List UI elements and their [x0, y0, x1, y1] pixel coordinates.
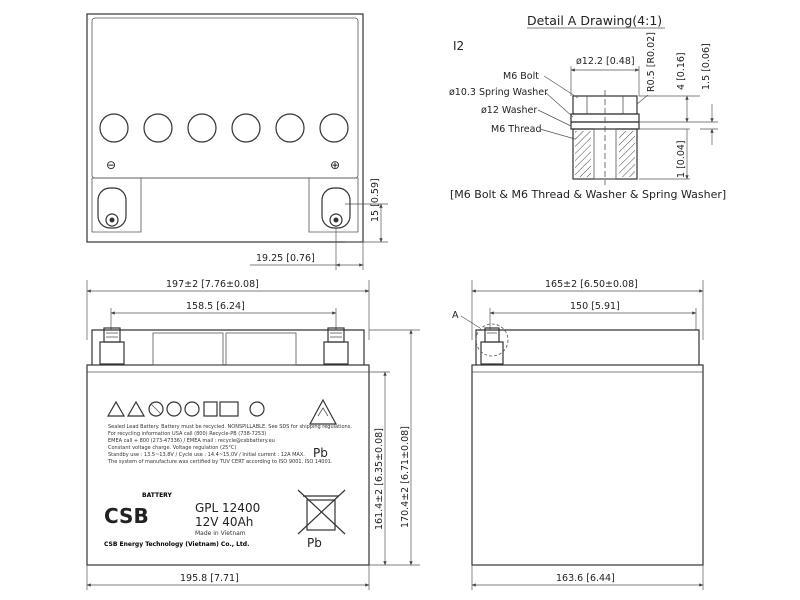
warning-line-3: EMEA call + 800 (273-47336) / EMEA mail … [108, 438, 275, 444]
acid-warning-icon [126, 400, 146, 417]
warning-text-block: Sealed Lead Battery. Battery must be rec… [107, 424, 352, 465]
detail-a: Detail A Drawing(4:1) I2 M6 Bolt ø10.3 S… [449, 13, 726, 201]
negative-bolt-icon [105, 213, 119, 227]
crossed-bin-icon [306, 499, 336, 531]
detail-title: Detail A Drawing(4:1) [527, 13, 662, 28]
terminal-code: I2 [453, 39, 464, 53]
side-view: 165±2 [6.50±0.08] 150 [5.91] A 163.6 [6.… [452, 279, 704, 590]
front-positive-terminal [323, 327, 349, 365]
negative-symbol: ⊖ [106, 158, 116, 172]
recycle-symbol: Pb [308, 398, 338, 460]
vent-cap-3 [187, 113, 217, 143]
dim-dia-label: ø12.2 [0.48] [576, 56, 635, 67]
eye-protection-icon [166, 401, 182, 417]
front-lid [91, 329, 365, 365]
front-body-height-label: 161.4±2 [6.35±0.08] [374, 428, 385, 530]
label-washer: ø12 Washer [481, 105, 537, 116]
warning-line-4: Constant voltage charge. Voltage regulat… [108, 445, 236, 451]
side-width-label: 165±2 [6.50±0.08] [545, 279, 638, 290]
positive-terminal-recess [308, 177, 359, 233]
detail-caption: [M6 Bolt & M6 Thread & Washer & Spring W… [450, 188, 726, 201]
front-base-label: 195.8 [7.71] [180, 573, 239, 584]
vent-cap-4 [231, 113, 261, 143]
recycle-bin-small-icon [203, 401, 218, 417]
no-fire-icon [148, 401, 164, 417]
crossed-bin-symbol: Pb [297, 489, 346, 550]
negative-bolt-center [109, 217, 115, 223]
positive-bolt-center [333, 217, 339, 223]
ce-mark-icon [249, 401, 265, 417]
label-bolt: M6 Bolt [503, 71, 539, 82]
detail-a-ref: A [452, 310, 459, 321]
front-width-label: 197±2 [7.76±0.08] [166, 279, 259, 290]
negative-terminal [97, 187, 127, 229]
vent-cap-5 [275, 113, 305, 143]
side-body [471, 364, 704, 566]
side-terminal-label: 150 [5.91] [570, 301, 620, 312]
side-lid [475, 329, 700, 365]
vent-cap-6 [319, 113, 349, 143]
side-base-label: 163.6 [6.44] [556, 573, 615, 584]
warning-line-2: For recycling information USA call (800)… [108, 431, 266, 437]
front-total-height-label: 170.4±2 [6.71±0.08] [400, 426, 411, 528]
recycle-arrows-icon [308, 398, 338, 425]
detail-a-circle [475, 323, 509, 357]
top-view-outline [86, 13, 364, 243]
negative-terminal-recess [91, 177, 142, 233]
model-rating: 12V 40Ah [195, 515, 253, 529]
front-terminal-label: 158.5 [6.24] [186, 301, 245, 312]
top-view-inner-panel [91, 17, 359, 179]
made-in: Made in Vietnam [195, 530, 246, 537]
vent-cap-1 [99, 113, 129, 143]
warning-line-6: The system of manufacture was certified … [107, 459, 333, 465]
front-negative-terminal [99, 327, 125, 365]
vent-cap-2 [143, 113, 173, 143]
dim-4-label: 4 [0.16] [676, 52, 687, 90]
vent-caps [99, 113, 349, 143]
positive-symbol: ⊕ [330, 158, 340, 172]
read-manual-icon [184, 401, 200, 417]
dim-1925-label: 19.25 [0.76] [256, 253, 315, 264]
dim-r05-label: R0.5 [R0.02] [646, 32, 657, 92]
csb-logo: CSB [104, 504, 149, 528]
front-view: 197±2 [7.76±0.08] 158.5 [6.24] [86, 279, 420, 590]
battery-word: BATTERY [142, 492, 172, 499]
pb-bottom-label: Pb [307, 536, 322, 550]
dim-15-label: 15 [0.59] [370, 178, 381, 222]
label-spring-washer: ø10.3 Spring Washer [449, 87, 548, 98]
dim-1-label: 1 [0.04] [676, 140, 687, 178]
company-name: CSB Energy Technology (Vietnam) Co., Ltd… [104, 541, 249, 548]
warning-line-1: Sealed Lead Battery. Battery must be rec… [108, 424, 352, 430]
top-view: ⊖ ⊕ 15 [0.59] 19.25 [0.76] [86, 13, 388, 270]
model-name: GPL 12400 [195, 501, 260, 515]
side-terminal [480, 327, 504, 365]
positive-bolt-icon [329, 213, 343, 227]
warning-line-5: Standby use : 13.5~13.8V / Cycle use : 1… [108, 452, 305, 458]
pb-top-label: Pb [313, 446, 328, 460]
dim-15-detail-label: 1.5 [0.06] [701, 43, 712, 90]
warning-icons [106, 400, 265, 417]
ul-mark-icon [219, 401, 239, 417]
warning-triangle-icon [106, 400, 126, 417]
label-thread: M6 Thread [491, 124, 541, 135]
